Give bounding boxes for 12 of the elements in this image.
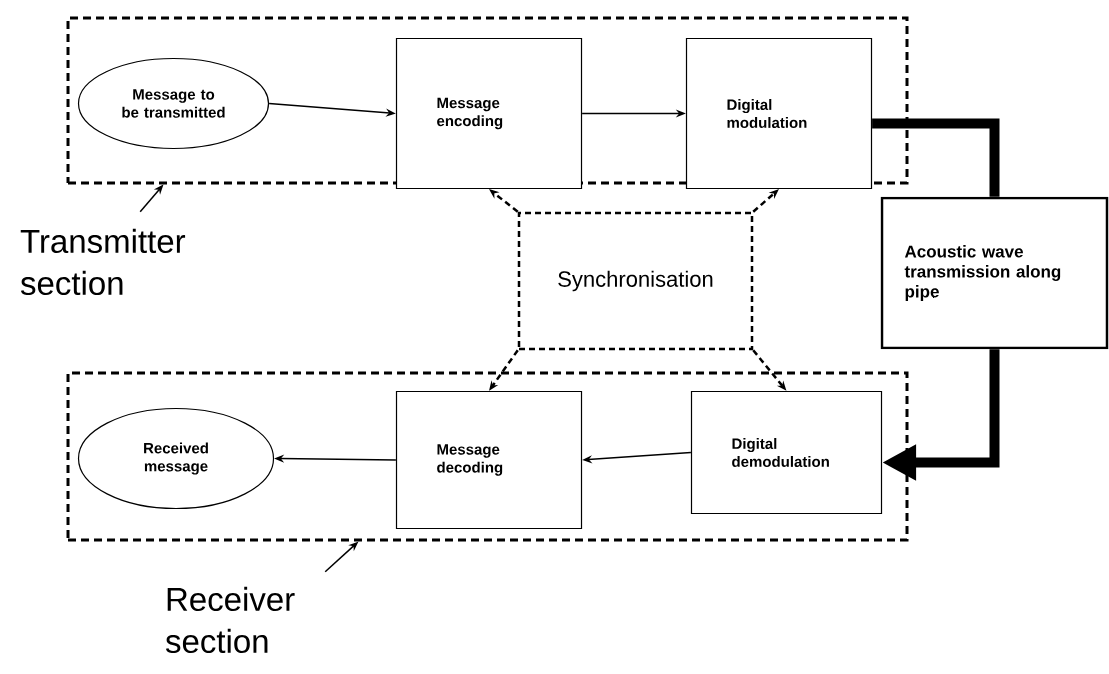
thick-line	[872, 118, 1000, 197]
arrow	[489, 189, 519, 213]
section-label: Transmitter section	[20, 228, 186, 296]
arrow	[752, 189, 779, 213]
channel-box: Acoustic wave transmission along pipe	[880, 196, 1109, 350]
process-box: Digital modulation	[685, 37, 873, 190]
process-box: Message encoding	[395, 37, 583, 190]
process-box: Digital demodulation	[690, 390, 883, 515]
synchronisation-box: Synchronisation	[517, 211, 754, 351]
process-box: Message decoding	[395, 390, 583, 530]
section-label: Receiver section	[165, 586, 295, 654]
section-frame	[66, 371, 909, 542]
